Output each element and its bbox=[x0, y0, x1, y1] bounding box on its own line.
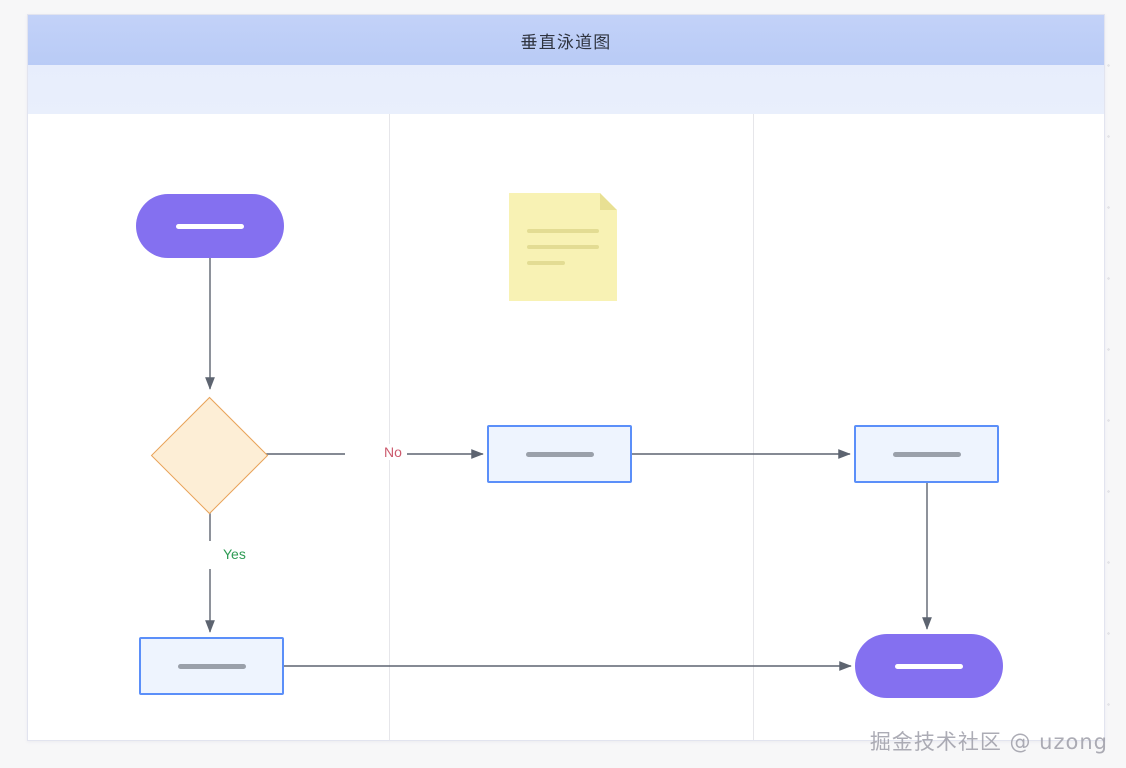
end-terminal-node[interactable] bbox=[855, 634, 1003, 698]
process-node-right-placeholder-text bbox=[892, 451, 961, 457]
sticky-note-fold-corner bbox=[600, 193, 617, 210]
decision-diamond-shape bbox=[150, 396, 268, 514]
process-node-right[interactable] bbox=[854, 425, 999, 483]
lane-body: No Yes bbox=[28, 114, 1104, 740]
edge-label-no: No bbox=[379, 444, 407, 460]
start-node-placeholder-text bbox=[176, 223, 244, 229]
decision-diamond-node[interactable] bbox=[150, 396, 268, 514]
lane-header-1[interactable] bbox=[28, 65, 389, 114]
lane-header-3[interactable] bbox=[753, 65, 1104, 114]
lane-header-band bbox=[28, 65, 1104, 114]
diagram-frame: 垂直泳道图 bbox=[27, 14, 1105, 741]
diagram-title-bar: 垂直泳道图 bbox=[28, 15, 1104, 65]
process-node-middle[interactable] bbox=[487, 425, 632, 483]
start-terminal-node[interactable] bbox=[136, 194, 284, 258]
lane-divider-2 bbox=[753, 114, 754, 740]
process-node-middle-placeholder-text bbox=[525, 451, 594, 457]
end-node-placeholder-text bbox=[895, 663, 963, 669]
watermark-text: 掘金技术社区 @ uzong bbox=[869, 730, 1108, 754]
edge-label-yes: Yes bbox=[218, 546, 251, 562]
sticky-note-line-1 bbox=[527, 229, 599, 233]
lane-header-2[interactable] bbox=[389, 65, 753, 114]
sticky-note-line-3 bbox=[527, 261, 565, 265]
process-node-bottom-left[interactable] bbox=[139, 637, 284, 695]
page-title: 垂直泳道图 bbox=[520, 32, 612, 53]
sticky-note[interactable] bbox=[509, 193, 617, 301]
process-node-bottom-left-placeholder-text bbox=[177, 663, 246, 669]
sticky-note-line-2 bbox=[527, 245, 599, 249]
lane-divider-1 bbox=[389, 114, 390, 740]
